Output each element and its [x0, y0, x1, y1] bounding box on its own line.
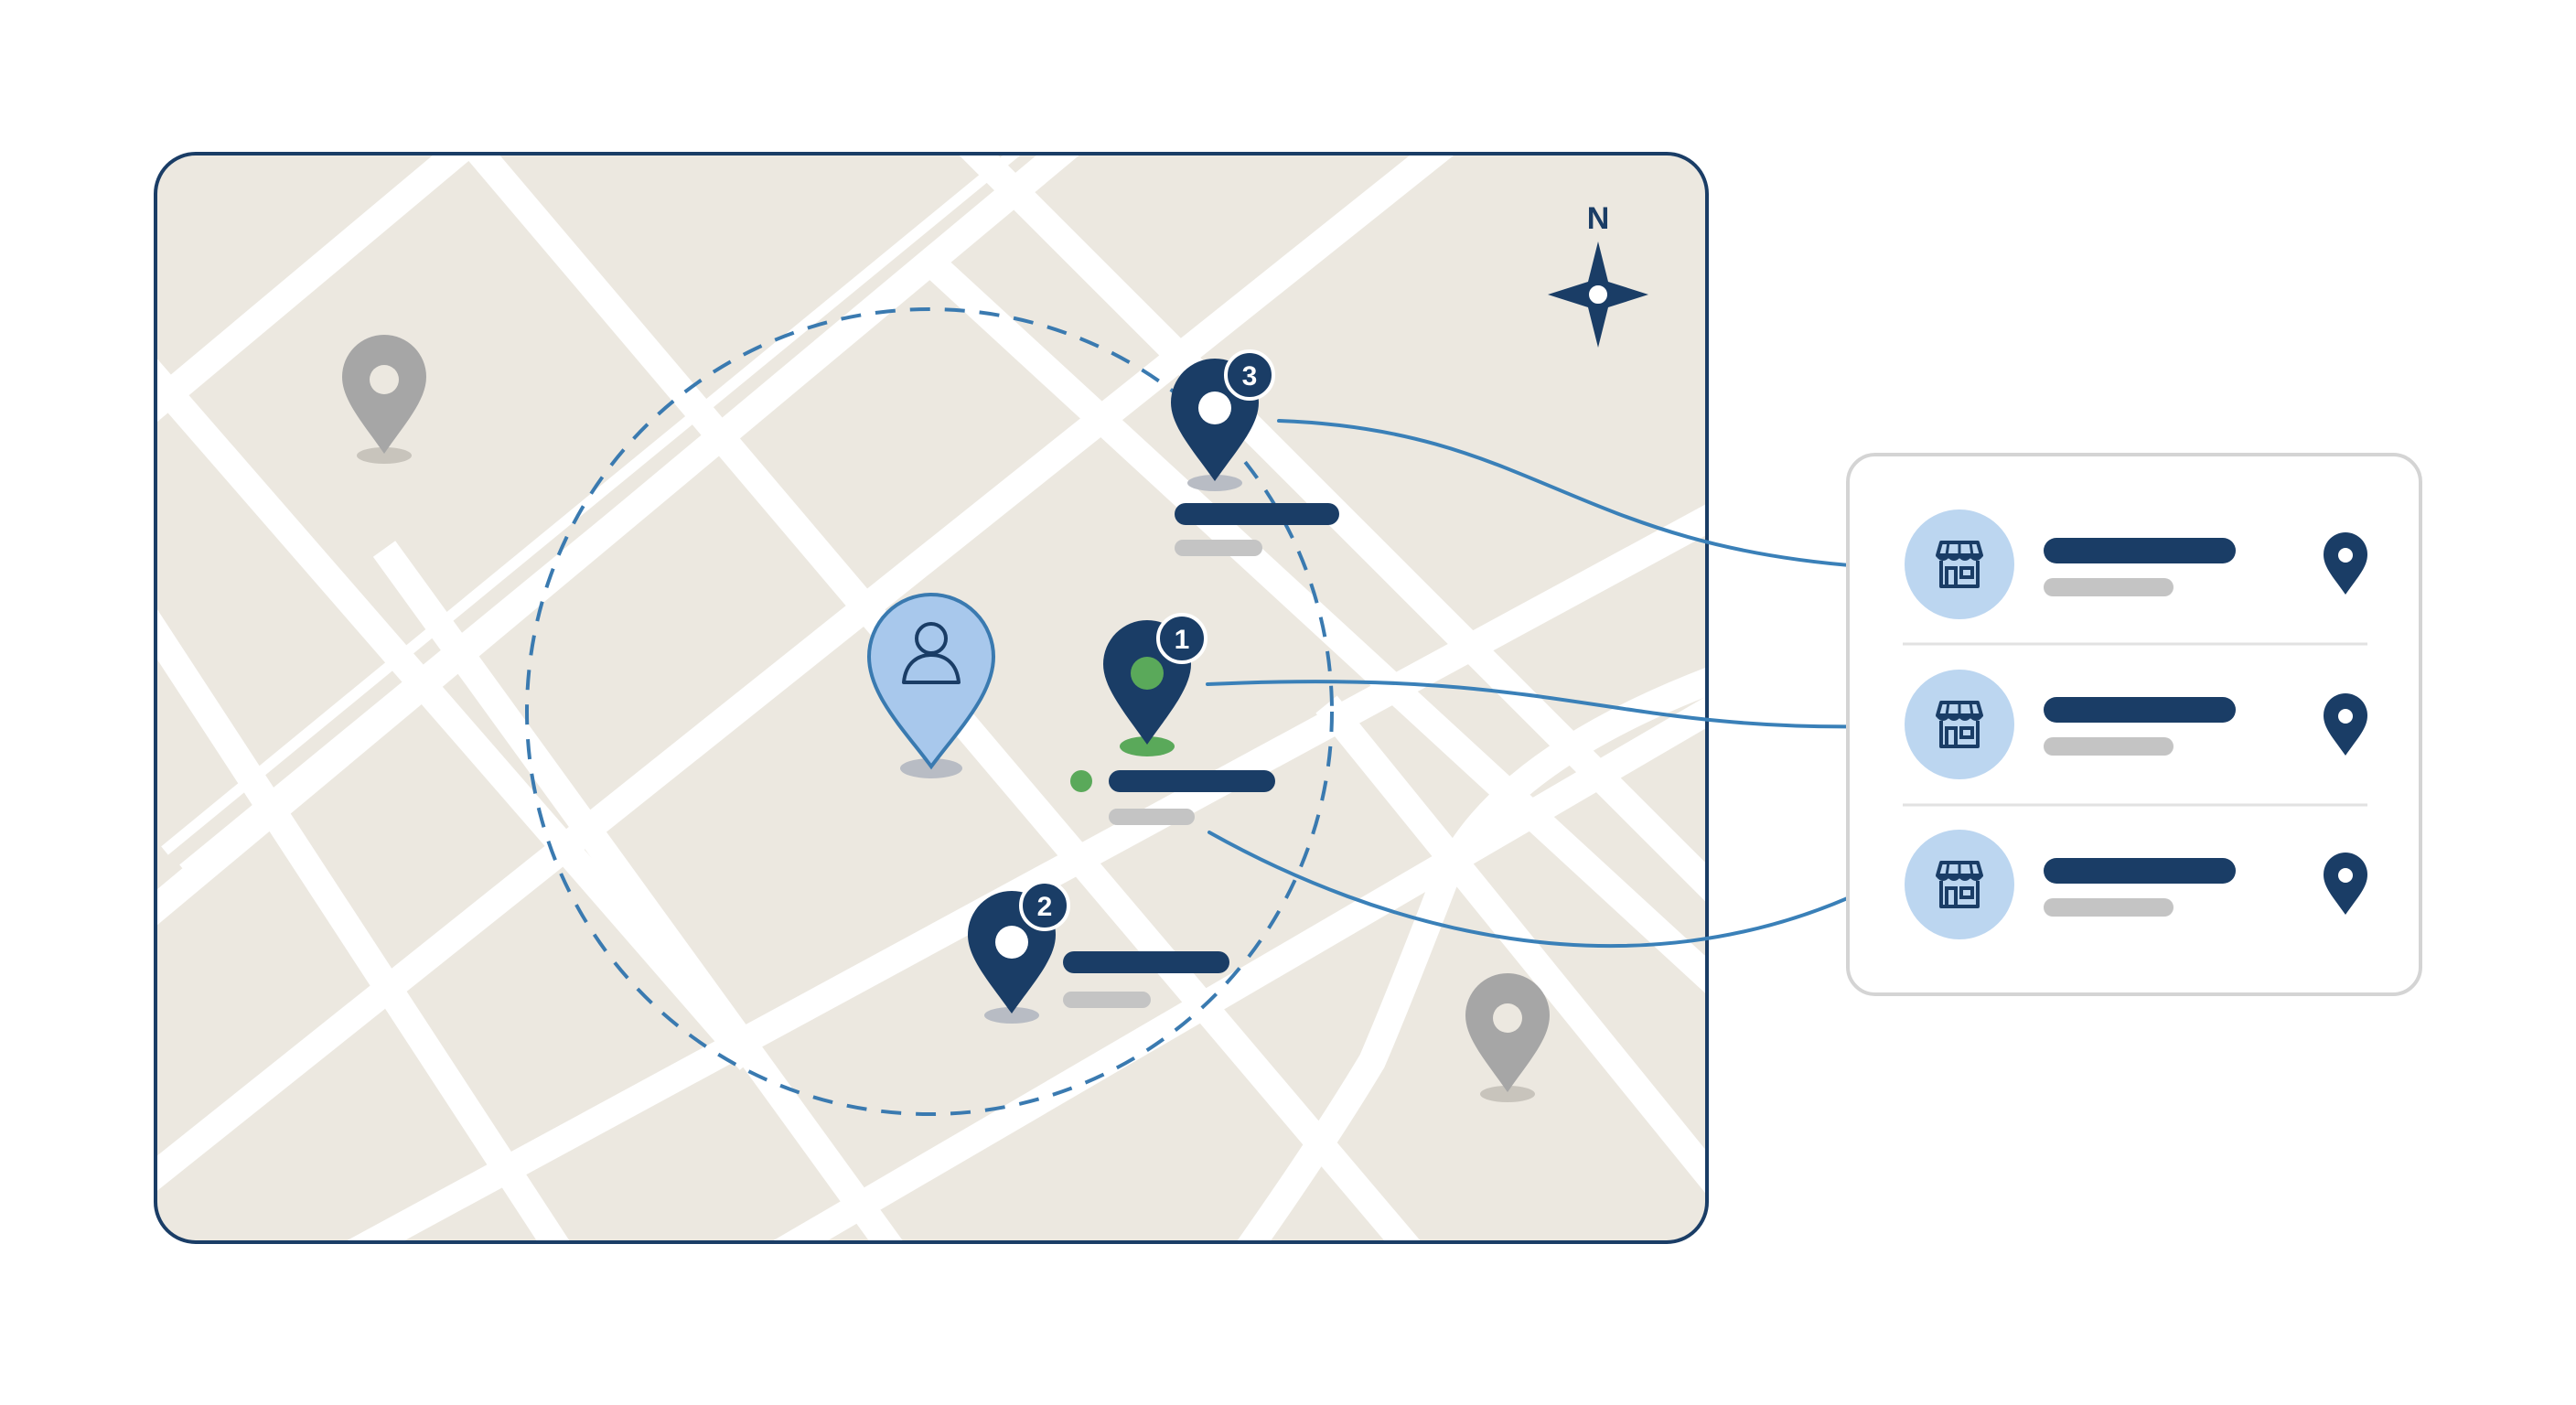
search-radius-circle — [525, 307, 1334, 1116]
pin-center-dot — [1198, 391, 1231, 424]
status-dot — [1070, 770, 1092, 792]
rank-badge-number: 1 — [1175, 625, 1190, 655]
rank-badge — [1224, 349, 1275, 401]
map-pin-icon[interactable] — [2324, 853, 2367, 915]
compass-north-label: N — [1587, 201, 1610, 236]
map-pin-icon[interactable] — [2324, 693, 2367, 756]
map-frame — [154, 152, 1709, 1244]
map-panel[interactable]: N — [137, 137, 1720, 1281]
store-icon-bg — [1905, 670, 2014, 779]
inactive-pin[interactable] — [342, 335, 426, 464]
result-pin-1[interactable]: 1 — [1070, 613, 1275, 825]
compass-rose-icon — [1548, 241, 1648, 348]
user-location-pin[interactable] — [866, 593, 996, 778]
store-icon-bg — [1905, 509, 2014, 619]
title-placeholder — [1109, 770, 1275, 792]
subtitle-placeholder — [1109, 809, 1195, 825]
title-placeholder — [2044, 697, 2236, 723]
pin-center-dot — [1493, 1003, 1522, 1033]
pin-shadow — [984, 1007, 1039, 1024]
title-placeholder — [1175, 503, 1339, 525]
subtitle-placeholder — [2044, 898, 2174, 917]
pin-center-dot — [995, 926, 1028, 959]
selected-pin-shadow — [1120, 736, 1175, 756]
connector-arrow — [1208, 831, 1877, 949]
results-list-panel — [1846, 453, 2422, 996]
result-pin-3[interactable]: 3 — [1171, 349, 1339, 556]
inactive-pin[interactable] — [1465, 973, 1550, 1102]
result-pin-2[interactable]: 2 — [968, 880, 1229, 1024]
connector-arrow — [1277, 419, 1877, 574]
store-icon-bg — [1905, 830, 2014, 939]
connector-arrow — [1206, 680, 1877, 734]
pin-center-dot — [370, 365, 399, 394]
list-item[interactable] — [1905, 509, 2367, 619]
rank-badge — [1156, 613, 1208, 664]
list-item[interactable] — [1905, 670, 2367, 779]
title-placeholder — [2044, 858, 2236, 884]
pin-shadow — [357, 447, 412, 464]
rank-badge — [1019, 880, 1070, 931]
user-icon — [902, 622, 961, 684]
compass[interactable]: N — [1548, 201, 1648, 348]
selected-dot — [1131, 657, 1164, 690]
subtitle-placeholder — [2044, 578, 2174, 596]
pin-shadow — [1187, 475, 1242, 491]
subtitle-placeholder — [2044, 737, 2174, 756]
subtitle-placeholder — [1063, 992, 1151, 1008]
subtitle-placeholder — [1175, 540, 1262, 556]
title-placeholder — [1063, 951, 1229, 973]
list-item[interactable] — [1905, 830, 2367, 939]
title-placeholder — [2044, 538, 2236, 563]
pin-shadow — [1480, 1086, 1535, 1102]
connector-arrows — [1206, 419, 1877, 949]
map-pin-icon[interactable] — [2324, 532, 2367, 595]
rank-badge-number: 3 — [1242, 361, 1258, 391]
rank-badge-number: 2 — [1037, 892, 1053, 922]
